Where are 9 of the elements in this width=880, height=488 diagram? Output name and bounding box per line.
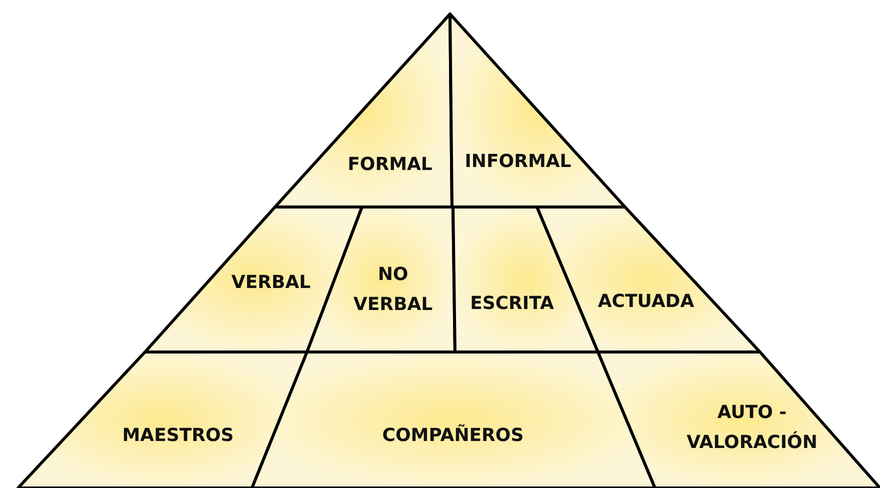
section-label: ESCRITA — [469, 292, 555, 316]
section-label: MAESTROS — [121, 424, 235, 448]
section-label: ACTUADA — [596, 290, 696, 314]
section-label: AUTO - VALORACIÓN — [686, 401, 818, 455]
section-label: COMPAÑEROS — [381, 423, 525, 448]
section-label: NO VERBAL — [352, 263, 434, 317]
section-label: INFORMAL — [464, 150, 572, 174]
section-label: VERBAL — [230, 271, 312, 295]
section-label: FORMAL — [346, 153, 434, 177]
